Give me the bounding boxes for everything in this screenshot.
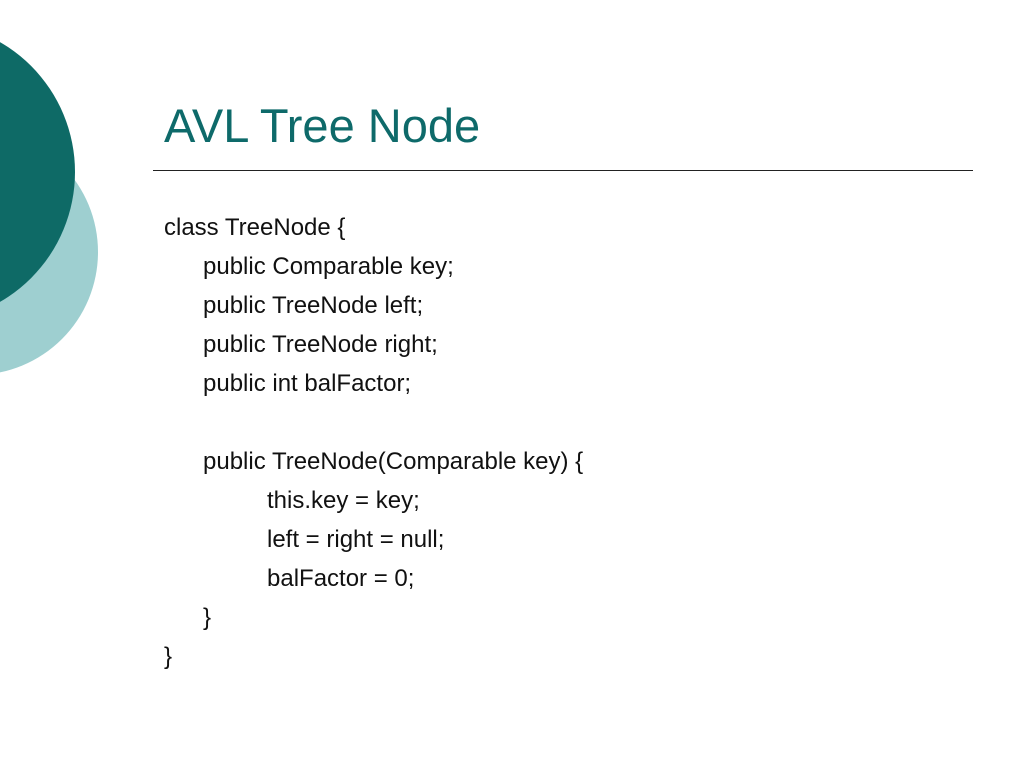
- code-line-constructor-close: }: [203, 604, 212, 631]
- code-block: class TreeNode { public Comparable key; …: [164, 208, 583, 676]
- code-line-assign-children: left = right = null;: [267, 526, 445, 553]
- code-line-assign-balfactor: balFactor = 0;: [267, 565, 415, 592]
- code-line-key-field: public Comparable key;: [203, 253, 454, 280]
- dark-teal-circle: [0, 42, 75, 302]
- code-line-blank: [164, 403, 583, 442]
- code-line-assign-key: this.key = key;: [267, 487, 420, 514]
- code-line-class-close: }: [164, 643, 173, 670]
- code-line-class-declaration: class TreeNode {: [164, 214, 346, 241]
- slide-title: AVL Tree Node: [164, 99, 481, 152]
- decorative-circles: [0, 42, 98, 373]
- title-underline: [153, 170, 973, 171]
- code-line-balfactor-field: public int balFactor;: [203, 370, 412, 397]
- code-line-constructor-signature: public TreeNode(Comparable key) {: [203, 448, 584, 475]
- code-line-right-field: public TreeNode right;: [203, 331, 438, 358]
- code-line-left-field: public TreeNode left;: [203, 292, 424, 319]
